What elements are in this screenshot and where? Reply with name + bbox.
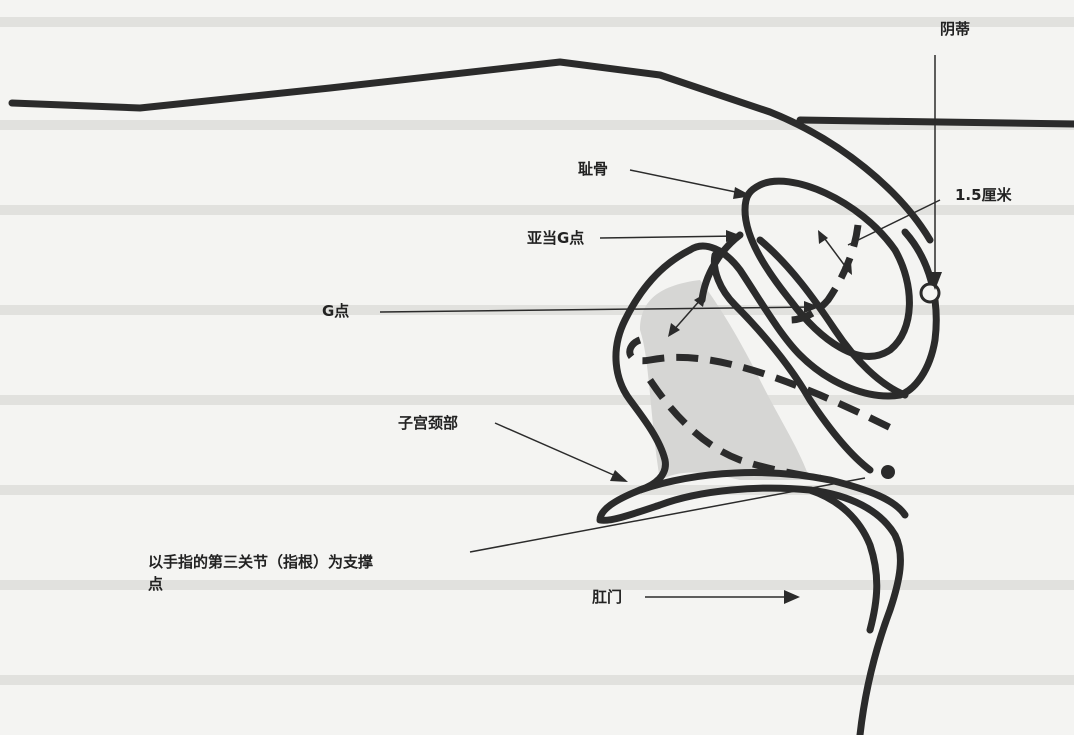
pubic-bone-arrowhead <box>733 187 752 199</box>
finger-dashed-back <box>626 336 897 434</box>
finger-arrow <box>671 297 703 333</box>
urethra-wall <box>756 236 909 399</box>
label-adam-g-spot: 亚当G点 <box>527 229 585 247</box>
label-g-spot: G点 <box>322 302 350 320</box>
finger-shading <box>640 280 810 480</box>
finger-arrowhead-a <box>668 323 680 337</box>
anus-arrowhead <box>784 590 800 604</box>
label-knuckle-line2: 点 <box>148 575 164 593</box>
pubic-bone-leader <box>629 169 751 196</box>
adam-g-leader <box>599 235 739 239</box>
label-measure: 1.5厘米 <box>955 186 1012 204</box>
finger-arrowhead-b <box>694 293 706 307</box>
label-anus: 肛门 <box>592 588 623 606</box>
pubic-bone <box>741 177 913 360</box>
lower-canal <box>636 469 909 519</box>
finger-dashed-upper <box>789 224 862 324</box>
bleed-through-texture <box>0 17 1074 685</box>
label-pubic-bone: 耻骨 <box>578 160 609 178</box>
clitoris-circle <box>919 282 941 304</box>
adam-g-arrowhead <box>726 230 742 242</box>
knuckle-leader <box>469 477 866 553</box>
label-frenulum: 阴蒂 <box>940 20 971 38</box>
g-spot-leader <box>379 306 816 313</box>
finger-dashed-lower <box>647 378 821 482</box>
measure-arrow <box>821 234 849 271</box>
body-outline-right <box>796 116 1074 128</box>
g-spot-arrowhead <box>804 301 820 313</box>
measure-arrowhead-b <box>842 261 852 275</box>
cervix-arrowhead <box>610 470 628 482</box>
measure-arrowhead-a <box>818 230 828 244</box>
measure-leader <box>847 199 941 246</box>
label-knuckle-line1: 以手指的第三关节（指根）为支撑 <box>148 553 374 571</box>
vaginal-wall <box>698 231 874 474</box>
frenulum-arrowhead <box>928 272 942 290</box>
marker-dot <box>881 465 895 479</box>
outer-contour <box>596 228 940 735</box>
rectum-contour <box>806 486 881 634</box>
cervix-leader <box>494 422 626 481</box>
label-cervix: 子宫颈部 <box>398 414 459 432</box>
